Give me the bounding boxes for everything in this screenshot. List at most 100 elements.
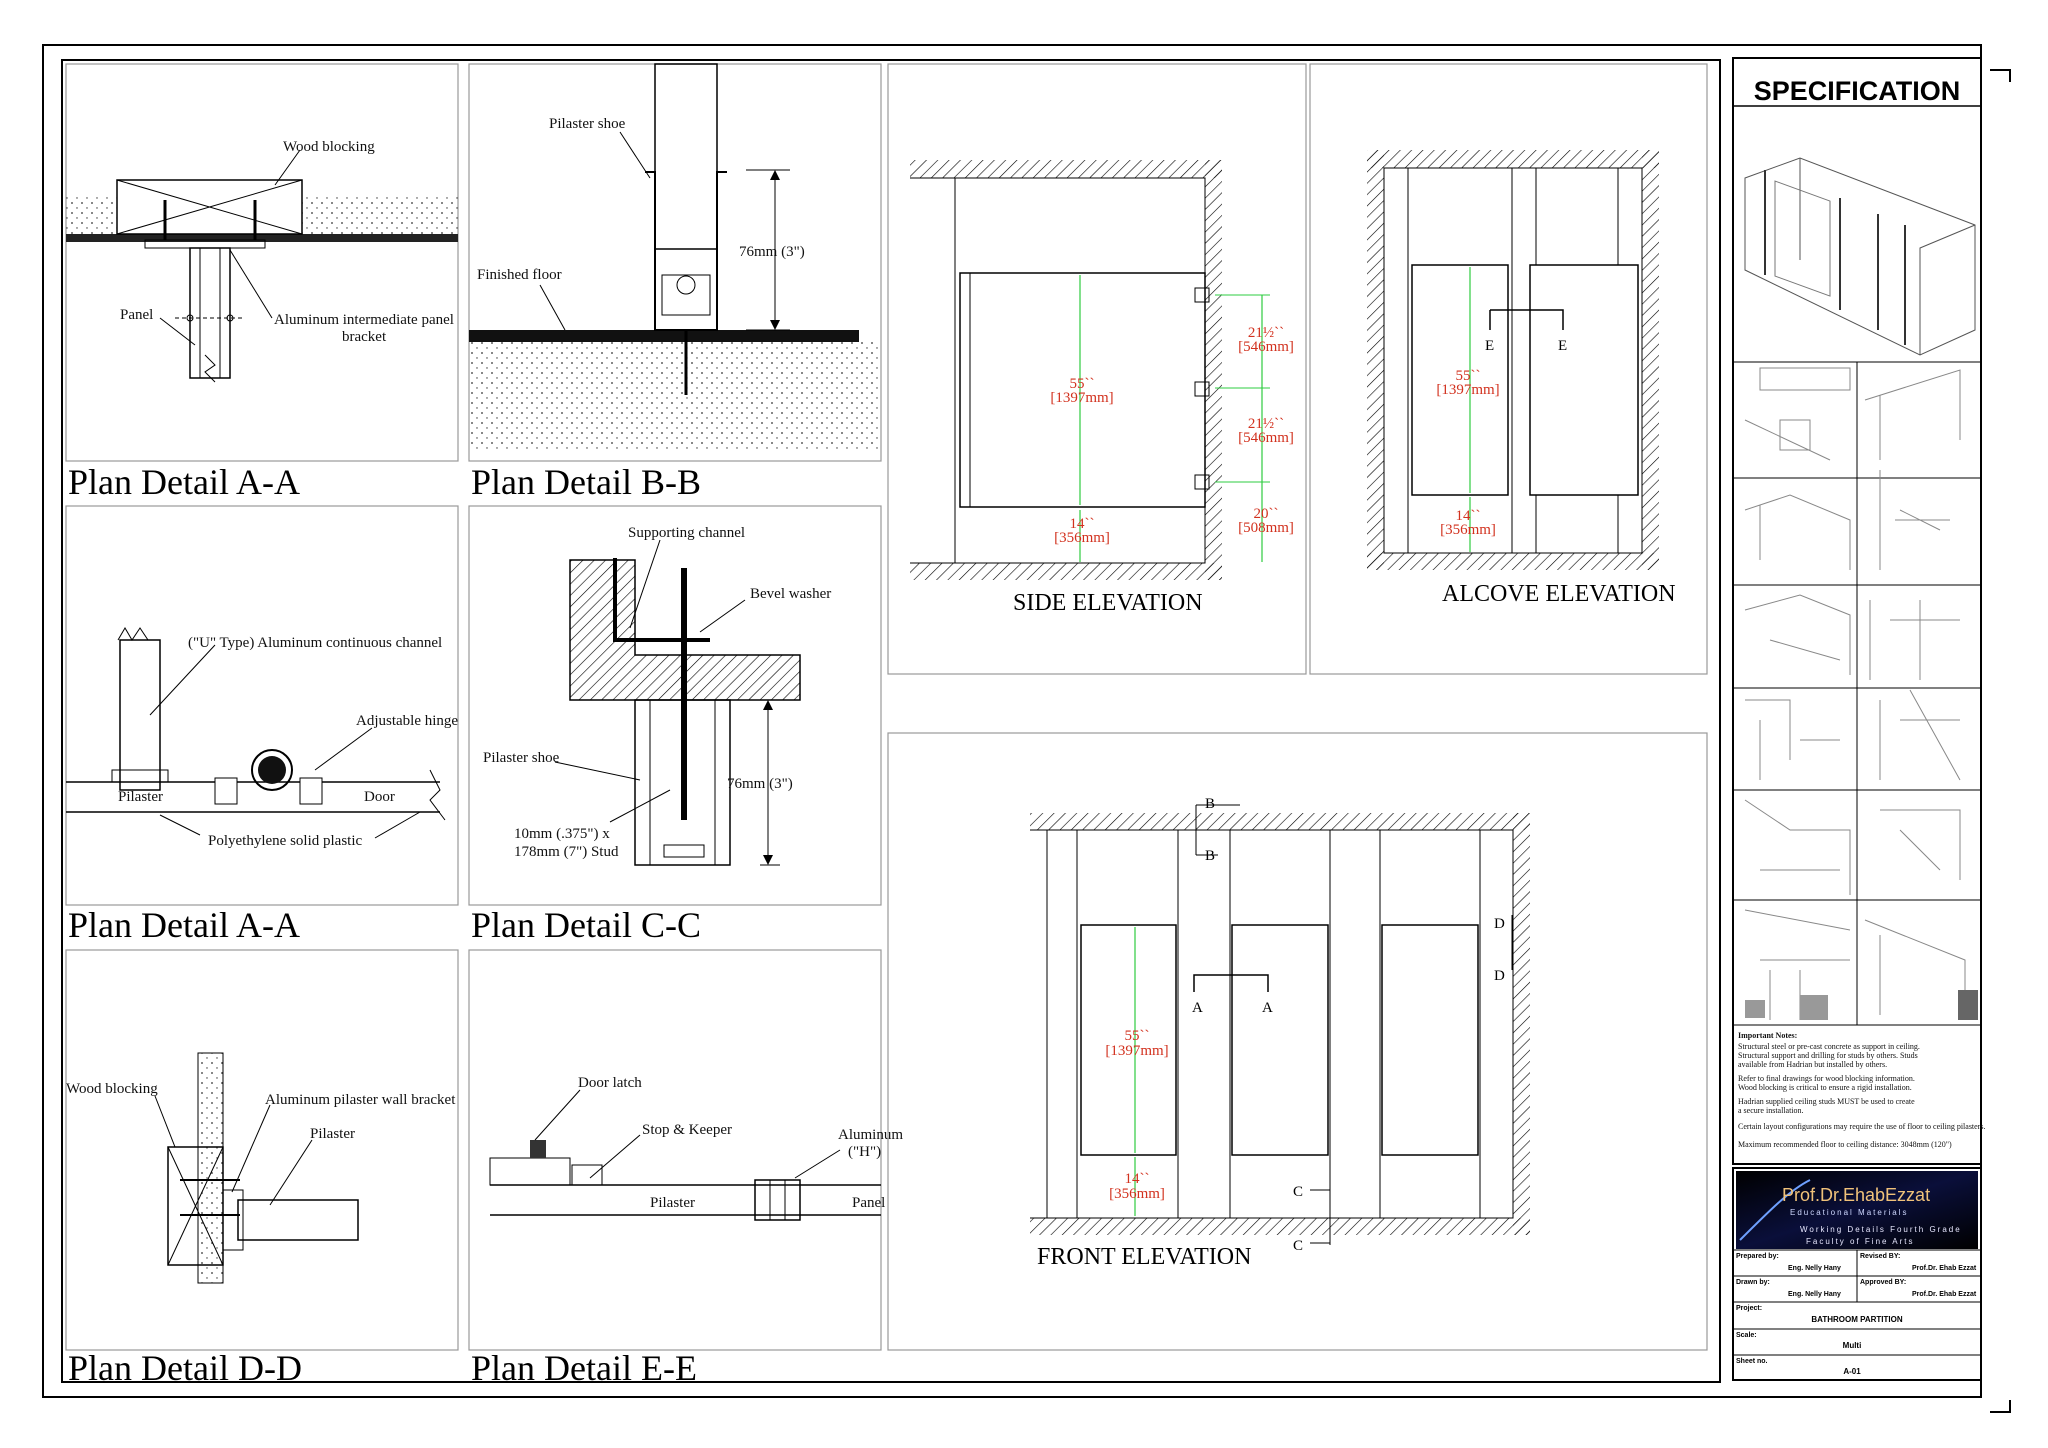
- label-76mm: 76mm (3"): [739, 244, 805, 260]
- door: [1231, 924, 1329, 1156]
- plan-detail-ee: Door latch Stop & Keeper Pilaster Alumin…: [468, 949, 903, 1388]
- note-line: Hadrian supplied ceiling studs MUST be u…: [1738, 1097, 1915, 1106]
- logo-swoosh-icon: [1739, 1179, 1811, 1241]
- section-mark-e: E: [1485, 338, 1494, 354]
- title-block: Prof.Dr.EhabEzzat Educational Materials …: [1732, 1167, 1982, 1381]
- label-wall-bracket: Aluminum pilaster wall bracket: [265, 1092, 456, 1108]
- logo-banner: [1736, 1171, 1978, 1249]
- wall-hatch: [1513, 813, 1530, 1235]
- panel-frame: [887, 63, 1307, 675]
- plan-detail-aa-middle: ("U" Type) Aluminum continuous channel A…: [65, 505, 459, 945]
- pilaster-left: [1383, 167, 1409, 554]
- label-finished-floor: Finished floor: [477, 267, 562, 283]
- panel-frame: [1309, 63, 1708, 675]
- dim-546mm: [546mm]: [1238, 430, 1294, 446]
- ceiling-structure: [569, 559, 801, 701]
- drawn-by-value: Eng. Nelly Hany: [1788, 1291, 1841, 1298]
- note-line: Structural support and drilling for stud…: [1738, 1051, 1918, 1060]
- sheet-border: [42, 44, 1982, 1398]
- dim-55in: 55``: [1070, 376, 1095, 392]
- floor-hatch: [910, 563, 1222, 580]
- pilaster: [237, 1199, 359, 1241]
- section-mark-d: D: [1494, 968, 1505, 984]
- hinge-leaf: [299, 777, 323, 805]
- label-stud-size: 10mm (.375") x: [514, 826, 610, 842]
- label-pilaster: Pilaster: [650, 1195, 695, 1211]
- side-elevation: 55`` [1397mm] 14`` [356mm] 21½`` [546mm]…: [887, 63, 1307, 675]
- label-door: Door: [364, 789, 395, 805]
- floor-hatch: [1030, 1218, 1530, 1235]
- prepared-by-label: Prepared by:: [1736, 1253, 1779, 1260]
- pilaster-shoe: [645, 171, 727, 331]
- label-wood-blocking: Wood blocking: [283, 139, 375, 155]
- bracket: [222, 1189, 244, 1251]
- label-intermediate-bracket: Aluminum intermediate panel: [274, 312, 454, 328]
- plan-detail-bb: Pilaster shoe Finished floor 76mm (3") P…: [468, 63, 882, 502]
- plan-detail-aa-top: Wood blocking Panel Aluminum intermediat…: [65, 63, 459, 502]
- section-mark-e: E: [1558, 338, 1567, 354]
- label-u-channel: ("U" Type) Aluminum continuous channel: [188, 635, 442, 651]
- note-line: Structural steel or pre-cast concrete as…: [1738, 1042, 1920, 1051]
- door: [1381, 924, 1479, 1156]
- dim-21-5in: 21½``: [1248, 416, 1284, 432]
- wall-face: [66, 234, 458, 242]
- alcove-elevation-title: ALCOVE ELEVATION: [1442, 581, 1676, 607]
- approved-by-label: Approved BY:: [1860, 1279, 1906, 1286]
- drawn-by-label: Drawn by:: [1736, 1279, 1770, 1286]
- note-line: available from Hadrian but installed by …: [1738, 1060, 1887, 1069]
- dim-356mm: [356mm]: [1054, 530, 1110, 546]
- latch-housing: [489, 1157, 571, 1186]
- ceiling-hatch: [910, 160, 1222, 178]
- corner-mark: [1990, 1400, 2011, 1413]
- panel-frame: [65, 949, 459, 1351]
- label-76mm: 76mm (3"): [727, 776, 793, 792]
- section-mark-c: C: [1293, 1238, 1303, 1254]
- pilaster: [654, 63, 718, 250]
- project-label: Project:: [1736, 1305, 1762, 1312]
- panel-frame: [65, 63, 459, 462]
- section-mark-a: A: [1192, 1000, 1203, 1016]
- label-stop-keeper: Stop & Keeper: [642, 1122, 732, 1138]
- prepared-by-value: Eng. Nelly Hany: [1788, 1265, 1841, 1272]
- panel: [189, 247, 231, 379]
- logo-name: Prof.Dr.EhabEzzat: [1782, 1185, 1930, 1205]
- dim-1397mm: [1397mm]: [1436, 382, 1499, 398]
- label-polyethylene: Polyethylene solid plastic: [208, 833, 362, 849]
- leveler: [661, 274, 711, 316]
- label-panel: Panel: [852, 1195, 885, 1211]
- plan-detail-dd: Wood blocking Aluminum pilaster wall bra…: [65, 949, 459, 1388]
- u-channel: [111, 769, 169, 783]
- label-stud-length: 178mm (7") Stud: [514, 844, 619, 860]
- section-mark-b: B: [1205, 796, 1215, 812]
- isometric-view: [1744, 157, 1976, 356]
- dim-55in: 55``: [1125, 1028, 1150, 1044]
- dim-1397mm: [1397mm]: [1050, 390, 1113, 406]
- panel-title-aa-middle: Plan Detail A-A: [68, 905, 300, 945]
- label-aluminum: Aluminum: [838, 1127, 903, 1143]
- note-line: Refer to final drawings for wood blockin…: [1738, 1074, 1915, 1083]
- dim-356mm: [356mm]: [1109, 1186, 1165, 1202]
- door-left: [1411, 264, 1509, 496]
- panel-title-dd: Plan Detail D-D: [68, 1348, 302, 1388]
- spec-frame: [1732, 57, 1982, 1165]
- note-line: a secure installation.: [1738, 1106, 1804, 1115]
- hinge-leaf: [214, 777, 238, 805]
- label-wood-blocking: Wood blocking: [66, 1081, 158, 1097]
- door-latch: [530, 1140, 546, 1158]
- label-bevel-washer: Bevel washer: [750, 586, 831, 602]
- plan-detail-cc: Supporting channel Bevel washer Pilaster…: [468, 505, 882, 945]
- dim-508mm: [508mm]: [1238, 520, 1294, 536]
- section-mark-a: A: [1262, 1000, 1273, 1016]
- keeper: [571, 1164, 603, 1186]
- corner-mark: [1990, 69, 2011, 82]
- dim-21-5in: 21½``: [1248, 325, 1284, 341]
- project-value: BATHROOM PARTITION: [1811, 1315, 1902, 1324]
- finished-floor: [469, 330, 859, 342]
- panel-frame: [468, 505, 882, 906]
- floor-hatch: [1367, 553, 1659, 570]
- front-elevation-title: FRONT ELEVATION: [1037, 1244, 1251, 1270]
- label-supporting-channel: Supporting channel: [628, 525, 745, 541]
- dim-14in: 14``: [1070, 516, 1095, 532]
- specification-column: SPECIFICATION: [1732, 57, 1985, 1165]
